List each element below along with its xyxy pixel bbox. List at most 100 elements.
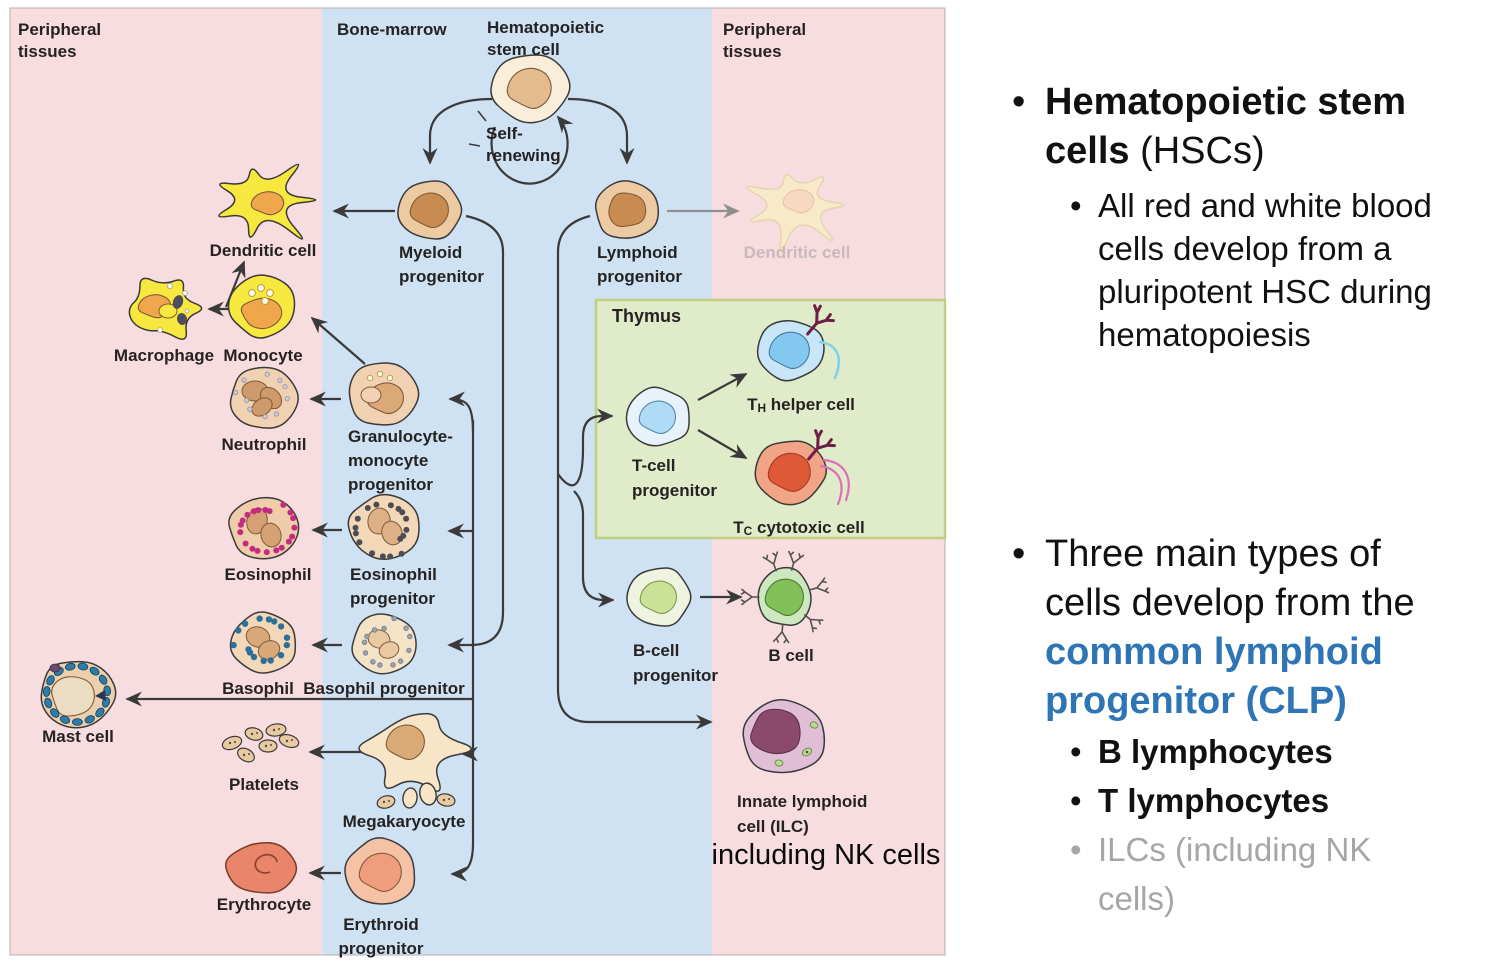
bullet-marker: • <box>1070 187 1082 224</box>
basophil-cell <box>229 611 297 674</box>
t-cell-progenitor-cell <box>625 386 690 447</box>
bullet-marker: • <box>1070 831 1082 868</box>
tc-cytotoxic-cell-cell <box>754 429 850 506</box>
mast-cell-label: Mast cell <box>42 727 114 746</box>
th-helper-cell-cell <box>756 304 841 382</box>
bullet-text: All red and white blood <box>1098 187 1432 224</box>
bullet-clp: • Three main types of cells develop from t… <box>1012 530 1415 726</box>
bullet-text: Three main types of <box>1045 533 1381 575</box>
region-peripheral-tissues-left <box>10 8 322 955</box>
bullet-row: •B lymphocytes <box>1070 727 1371 776</box>
bullet-text: hematopoiesis <box>1098 316 1311 353</box>
monocyte-cell <box>227 274 296 339</box>
dendritic-cell-label: Dendritic cell <box>210 241 317 260</box>
thymus-label: Thymus <box>612 306 681 326</box>
bullet-row: progenitor (CLP) <box>1012 677 1415 726</box>
bullet-text: ILCs (including NK <box>1098 831 1372 868</box>
arrow-tprog-to-tc <box>697 429 748 459</box>
bullet-row: cells (HSCs) <box>1012 127 1406 176</box>
bullet-text: cells develop from a <box>1098 230 1392 267</box>
arrow-hsc-to-myeloid <box>422 97 493 165</box>
dendritic-cell-faded <box>746 173 845 253</box>
b-cell-label: B cell <box>768 646 813 665</box>
basophil-progenitor-cell <box>351 613 417 675</box>
platelets-label: Platelets <box>229 775 299 794</box>
mast-cell-cell <box>40 660 117 729</box>
bullet-row: cells develop from a <box>1070 227 1432 270</box>
self-renewing-label: Self-renewing <box>486 124 561 165</box>
innate-lymphoid-cell-cell <box>742 698 826 774</box>
arrow-branch-to-bcell-progenitor <box>573 490 615 608</box>
dendritic-cell <box>218 163 317 240</box>
neutrophil-cell <box>229 366 299 429</box>
bullet-marker: • <box>1070 782 1082 819</box>
bullet-row: cells) <box>1070 874 1371 923</box>
bullet-text: cells (HSCs) <box>1045 130 1265 172</box>
b-cell-cell <box>740 550 830 644</box>
macrophage-label: Macrophage <box>114 346 214 365</box>
myeloid-branch-line <box>447 214 505 653</box>
tc-cytotoxic-cell-label: TC cytotoxic cell <box>733 518 864 538</box>
bullet-text: common lymphoid <box>1045 631 1383 673</box>
basophil-label: Basophil <box>222 679 294 698</box>
basophil-progenitor-label: Basophil progenitor <box>303 679 465 698</box>
arrow-branch-to-erythroid-progenitor <box>450 842 475 882</box>
subbullet-hsc-detail: • All red and white blood cells develop fr… <box>1070 184 1432 356</box>
lymphoid-branch-line <box>556 214 713 730</box>
eosinophil-cell <box>228 496 300 560</box>
subbullet-clp-types: •B lymphocytes•T lymphocytes•ILCs (inclu… <box>1070 727 1371 923</box>
bullet-row: • Three main types of <box>1012 530 1415 579</box>
bullet-text: cells) <box>1098 880 1176 917</box>
arrow-hsc-to-lymphoid <box>567 97 635 165</box>
neutrophil-label: Neutrophil <box>222 435 307 454</box>
arrow-branch-to-tcell-progenitor <box>557 408 614 487</box>
eosinophil-label: Eosinophil <box>225 565 312 584</box>
self-renewing-loop <box>490 115 574 185</box>
bullet-row: common lymphoid <box>1012 628 1415 677</box>
erythrocyte-label: Erythrocyte <box>217 895 311 914</box>
bullet-row: • ILCs (including NK <box>1070 825 1371 874</box>
megakaryocyte-label: Megakaryocyte <box>343 812 466 831</box>
bone-marrow-label: Bone-marrow <box>337 20 447 39</box>
bullet-row: • All red and white blood <box>1070 184 1432 227</box>
bullet-text: cells develop from the <box>1045 582 1415 624</box>
hematopoietic-stem-cell <box>490 54 571 124</box>
bullet-text: progenitor (CLP) <box>1045 680 1347 722</box>
platelets-cluster <box>221 723 300 763</box>
bullet-row: •T lymphocytes <box>1070 776 1371 825</box>
b-cell-progenitor-cell <box>626 567 692 627</box>
bullet-marker: • <box>1012 81 1026 123</box>
th-helper-cell-label: TH helper cell <box>747 395 855 415</box>
arrow-tprog-to-th <box>697 373 748 401</box>
erythroid-progenitor-cell <box>344 837 416 905</box>
arrow-gmp-to-monocyte <box>310 316 366 365</box>
erythrocyte-cell <box>224 841 298 894</box>
bullet-text: pluripotent HSC during <box>1098 273 1432 310</box>
granulocyte-monocyte-progenitor-cell <box>348 362 420 426</box>
including-nk-cells-label: including NK cells <box>712 839 941 871</box>
dendritic-cell-faded-label: Dendritic cell <box>744 243 851 262</box>
lymphoid-progenitor-cell <box>594 180 660 239</box>
arrow-branch-to-gmp <box>448 391 475 433</box>
bullet-row: hematopoiesis <box>1070 313 1432 356</box>
bullet-text: B lymphocytes <box>1098 733 1333 770</box>
self-renewing-dash-1 <box>477 110 487 122</box>
bullet-row: •Hematopoietic stem <box>1012 78 1406 127</box>
bullet-marker: • <box>1012 533 1026 575</box>
megakaryocyte-cell <box>358 712 472 809</box>
